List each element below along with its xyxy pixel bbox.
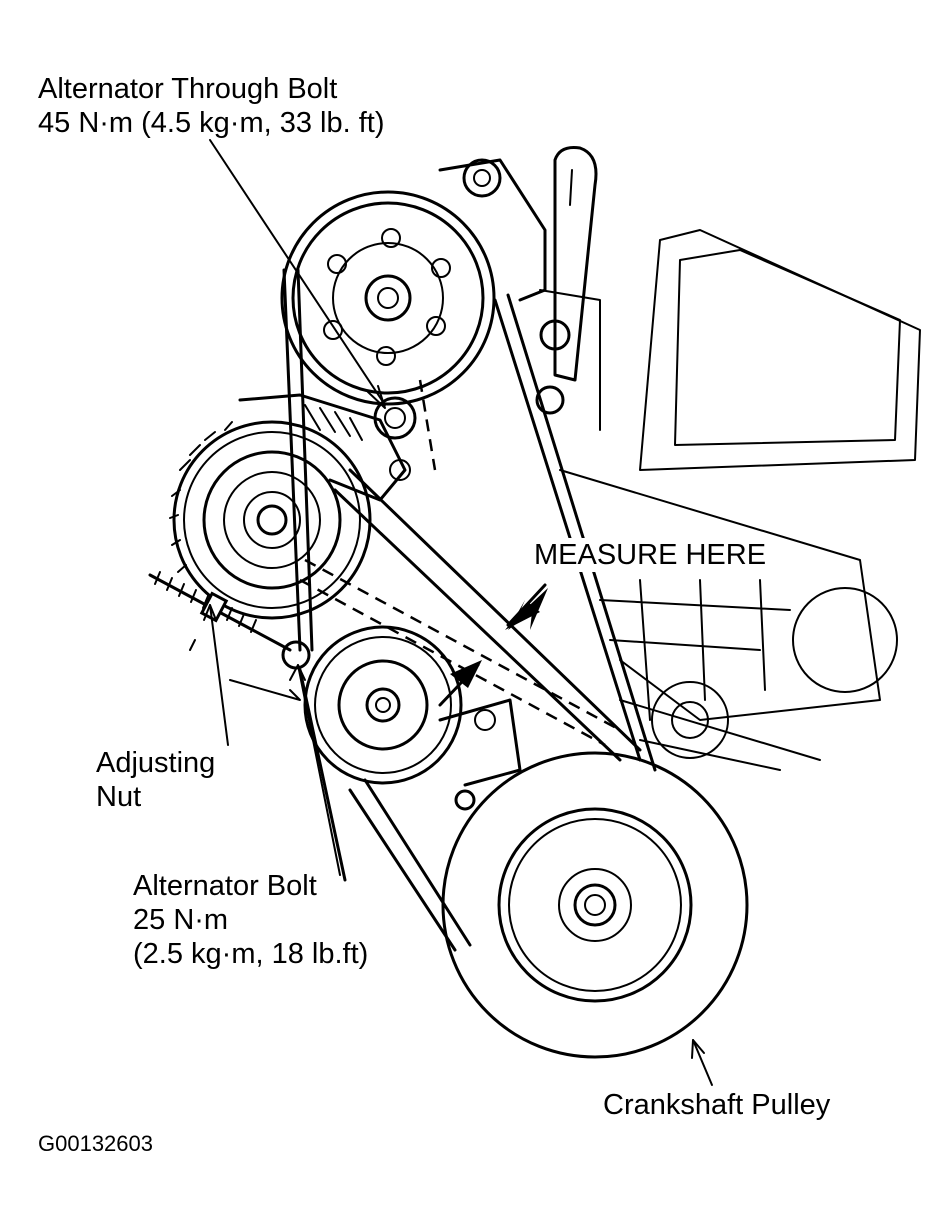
leader-lines [203, 139, 713, 1086]
engine-block [559, 229, 921, 771]
crankshaft-pulley-drawing [441, 751, 749, 1059]
through-bolt-torque: 45 N·m (4.5 kg·m, 33 lb. ft) [38, 107, 385, 139]
alternator-bolt-torque-other: (2.5 kg·m, 18 lb.ft) [133, 938, 369, 970]
adjusting-nut-line2: Nut [96, 781, 142, 813]
through-bolt-label: Alternator Through Bolt 45 N·m (4.5 kg·m… [38, 72, 385, 140]
measure-arrows [438, 583, 548, 707]
through-bolt-name: Alternator Through Bolt [38, 73, 338, 105]
alternator-bolt-torque-nm: 25 N·m [133, 904, 229, 936]
measure-here-label: MEASURE HERE [532, 538, 769, 572]
crankshaft-pulley-label: Crankshaft Pulley [603, 1089, 831, 1121]
alternate-belt-position [299, 379, 621, 747]
idler-pulley [303, 625, 522, 811]
figure-code: G00132603 [38, 1131, 153, 1156]
mounting-bracket [438, 146, 601, 431]
alternator-bolt-label: Alternator Bolt 25 N·m (2.5 kg·m, 18 lb.… [133, 869, 368, 971]
top-pulley [280, 190, 496, 406]
alternator [169, 393, 417, 620]
adjusting-nut-label: Adjusting Nut [96, 746, 215, 814]
adjusting-nut-line1: Adjusting [96, 747, 216, 779]
drive-belts [282, 268, 657, 952]
adjusting-rod [148, 571, 311, 701]
alternator-bolt-name: Alternator Bolt [133, 870, 317, 902]
